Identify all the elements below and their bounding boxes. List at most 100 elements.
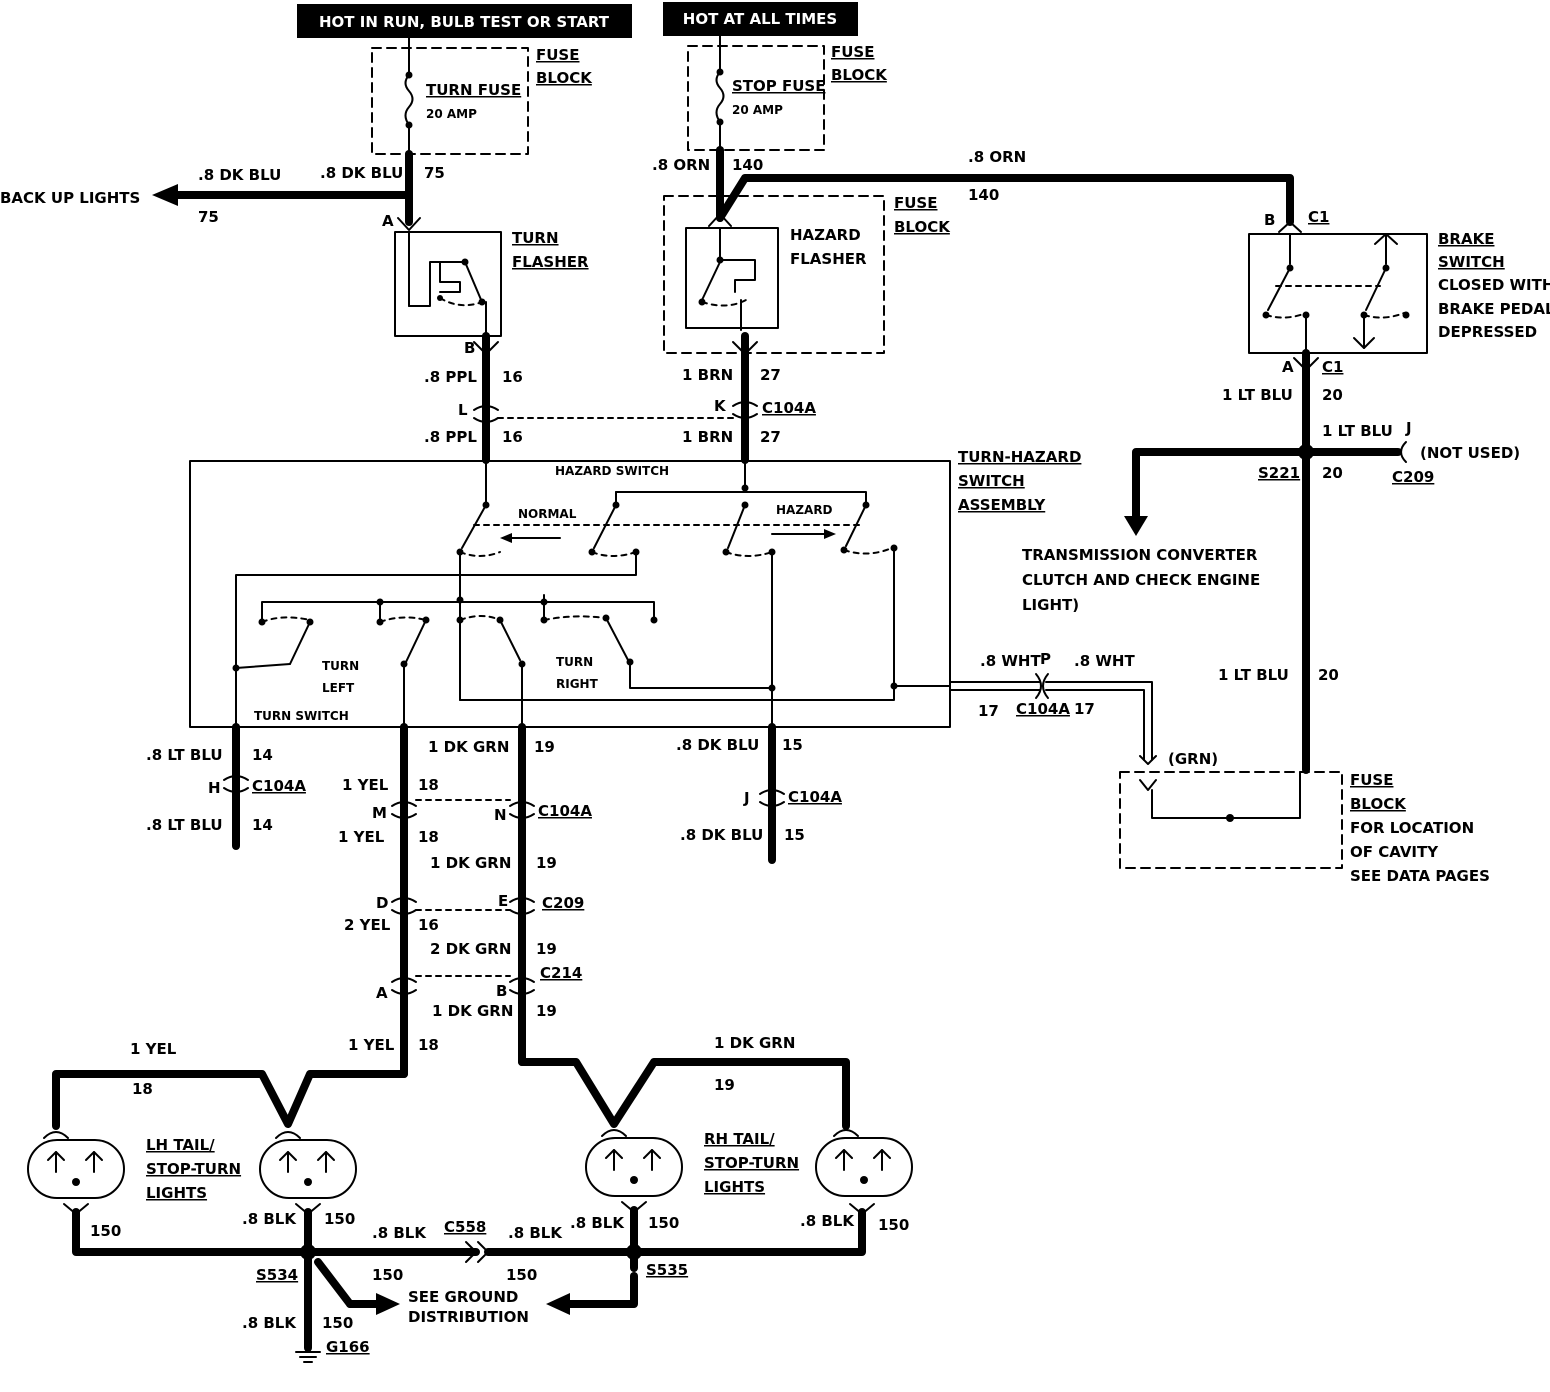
- banner-hot-at-all-times: HOT AT ALL TIMES: [663, 2, 858, 36]
- pin-a-c214: A: [376, 984, 388, 1002]
- rh-lights-label-2: STOP-TURN: [704, 1154, 799, 1172]
- turn-right-label-2: RIGHT: [556, 677, 599, 691]
- turn-flasher-pin-a: A: [382, 212, 394, 230]
- lamp-lh-outer: [27, 1131, 125, 1199]
- lamp-rh-inner: [585, 1129, 683, 1197]
- wht-circuit-label-2: 17: [1074, 700, 1095, 718]
- circuit-19-label-1: 19: [534, 738, 555, 756]
- dk-blu-08-label-1: .8 DK BLU: [676, 736, 759, 754]
- wire-20-lt-blu: [1124, 349, 1407, 774]
- stop-fuse-block: [687, 35, 825, 151]
- brake-connector-c1-bottom: C1: [1322, 358, 1343, 376]
- wht-circuit-label-1: 17: [978, 702, 999, 720]
- wire-75-backup: [152, 150, 421, 231]
- circuit-15-label-2: 15: [784, 826, 805, 844]
- hazard-switch-label: HAZARD SWITCH: [555, 464, 669, 478]
- wire-18-yel: [52, 723, 417, 1130]
- hazard-flasher-label-1: HAZARD: [790, 226, 861, 244]
- turn-fuse-wire-label: .8 DK BLU: [320, 164, 403, 182]
- splice-s534: S534: [256, 1266, 298, 1284]
- brake-switch-label-3: CLOSED WITH: [1438, 276, 1550, 294]
- turn-switch-label: TURN SWITCH: [254, 709, 349, 723]
- splice-s535: S535: [646, 1261, 688, 1279]
- fuse-block-label-3b: BLOCK: [894, 218, 951, 236]
- circuit-150-label-3: 150: [648, 1214, 679, 1232]
- wire-15-dk-blu: [759, 723, 785, 864]
- rh-lights-label-1: RH TAIL/: [704, 1130, 775, 1148]
- circuit-18-label-3: 18: [132, 1080, 153, 1098]
- svg-text:HOT IN RUN, BULB TEST OR STAR: HOT IN RUN, BULB TEST OR START: [319, 13, 610, 31]
- turn-flasher-pin-b: B: [464, 339, 475, 357]
- wire-140-orn: [716, 146, 1294, 226]
- circuit-18-label-1: 18: [418, 776, 439, 794]
- fuse-cavity-label-2: BLOCK: [1350, 795, 1407, 813]
- fuse-block-label-1b: BLOCK: [536, 69, 593, 87]
- normal-label: NORMAL: [518, 507, 577, 521]
- brake-switch-label-1: BRAKE: [1438, 230, 1494, 248]
- turn-fuse-block: [371, 37, 529, 155]
- circuit-19-label-3: 19: [536, 940, 557, 958]
- lh-lights-label-1: LH TAIL/: [146, 1136, 215, 1154]
- lt-blu-circuit-label-1: 20: [1322, 386, 1343, 404]
- fuse-block-label-1a: FUSE: [536, 46, 579, 64]
- pin-n: N: [494, 806, 507, 824]
- connector-c104a-h: C104A: [252, 777, 306, 795]
- connector-c104a-mn: C104A: [538, 802, 592, 820]
- blk-label-1: .8 BLK: [242, 1210, 297, 1228]
- lt-blu-08-label-2: .8 LT BLU: [146, 816, 223, 834]
- yel-1-label-3: 1 YEL: [130, 1040, 177, 1058]
- pin-b-c214: B: [496, 982, 507, 1000]
- lamp-rh-outer: [815, 1129, 913, 1197]
- backup-circuit-label: 75: [198, 208, 219, 226]
- brn-wire-label-1: 1 BRN: [682, 366, 733, 384]
- brake-switch-label-5: DEPRESSED: [1438, 323, 1537, 341]
- circuit-19-label-4: 19: [536, 1002, 557, 1020]
- lamp-lh-inner: [259, 1131, 357, 1199]
- fuse-cavity-label-3: FOR LOCATION: [1350, 819, 1474, 837]
- fuse-block-label-2a: FUSE: [831, 43, 874, 61]
- dk-grn-1-label-2: 1 DK GRN: [430, 854, 511, 872]
- brake-connector-c1-top: C1: [1308, 208, 1329, 226]
- assembly-title-3: ASSEMBLY: [958, 496, 1046, 514]
- turn-left-label-2: LEFT: [322, 681, 355, 695]
- lt-blu-wire-label-2: 1 LT BLU: [1322, 422, 1393, 440]
- circuit-18-label-4: 18: [418, 1036, 439, 1054]
- lt-blu-08-label-1: .8 LT BLU: [146, 746, 223, 764]
- ground-g166: G166: [326, 1338, 370, 1356]
- assembly-title-2: SWITCH: [958, 472, 1025, 490]
- yel-1-label-4: 1 YEL: [348, 1036, 395, 1054]
- pin-h: H: [208, 779, 221, 797]
- circuit-150-label-4: 150: [878, 1216, 909, 1234]
- orn-wire-label: .8 ORN: [652, 156, 710, 174]
- dk-grn-1-label-3: 1 DK GRN: [432, 1002, 513, 1020]
- brake-switch: [1248, 221, 1428, 354]
- svg-text:HOT AT ALL TIMES: HOT AT ALL TIMES: [683, 10, 837, 28]
- ppl-wire-label-2: .8 PPL: [424, 428, 477, 446]
- pin-k: K: [714, 397, 727, 415]
- stop-fuse-rating: 20 AMP: [732, 103, 783, 117]
- fuse-cavity-label-1: FUSE: [1350, 771, 1393, 789]
- circuit-19-label-5: 19: [714, 1076, 735, 1094]
- hazard-flasher-label-2: FLASHER: [790, 250, 867, 268]
- circuit-19-label-2: 19: [536, 854, 557, 872]
- circuit-14-label-2: 14: [252, 816, 273, 834]
- stop-fuse-name: STOP FUSE: [732, 77, 825, 95]
- lt-blu-wire-label-3: 1 LT BLU: [1218, 666, 1289, 684]
- wire-14-lt-blu: [223, 723, 249, 850]
- turn-right-label-1: TURN: [556, 655, 593, 669]
- circuit-150-label-5: 150: [372, 1266, 403, 1284]
- pin-m: M: [372, 804, 387, 822]
- lh-lights-label-3: LIGHTS: [146, 1184, 207, 1202]
- blk-label-5: .8 BLK: [800, 1212, 855, 1230]
- turn-left-label-1: TURN: [322, 659, 359, 673]
- splice-s221: S221: [1258, 464, 1300, 482]
- connector-c104a-1: C104A: [762, 399, 816, 417]
- yel-1-label-2: 1 YEL: [338, 828, 385, 846]
- transmission-label-2: CLUTCH AND CHECK ENGINE: [1022, 571, 1260, 589]
- circuit-150-label-1: 150: [90, 1222, 121, 1240]
- blk-label-4: .8 BLK: [570, 1214, 625, 1232]
- dk-grn-1-label-4: 1 DK GRN: [714, 1034, 795, 1052]
- pin-l: L: [458, 401, 468, 419]
- blk-label-2: .8 BLK: [372, 1224, 427, 1242]
